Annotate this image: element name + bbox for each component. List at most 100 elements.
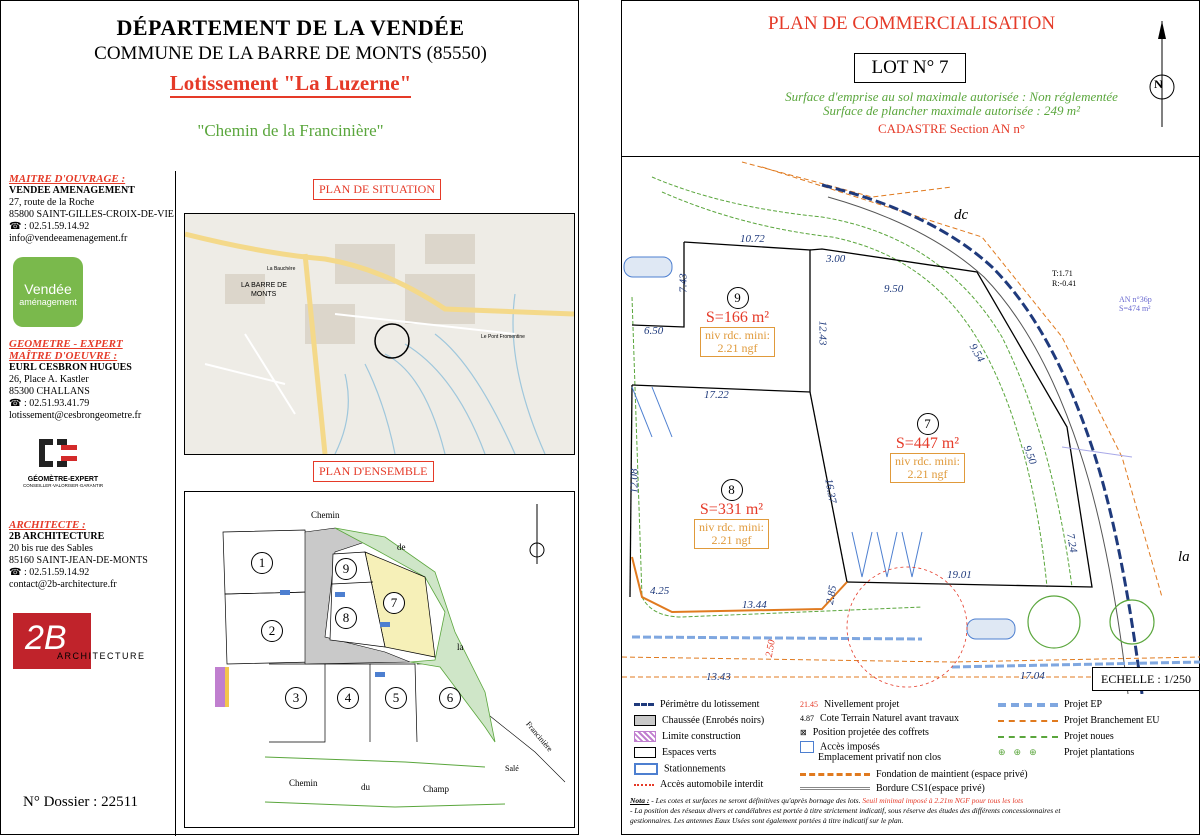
geometre-block: GEOMETRE - EXPERT MAÎTRE D'OEUVRE : EURL… bbox=[9, 338, 177, 422]
maitre-ouvrage-block: MAITRE D'OUVRAGE : VENDEE AMENAGEMENT 27… bbox=[9, 173, 177, 245]
architecte-address2: 85160 SAINT-JEAN-DE-MONTS bbox=[9, 555, 148, 566]
lot-9-label: 9 S=166 m² niv rdc. mini:2.21 ngf bbox=[700, 287, 775, 357]
ensemble-map-graphic bbox=[215, 504, 566, 808]
ensemble-road-la: la bbox=[457, 642, 464, 652]
ensemble-lot-9: 9 bbox=[335, 558, 357, 580]
maitre-ouvrage-address2: 85800 SAINT-GILLES-CROIX-DE-VIE bbox=[9, 209, 174, 220]
chemin-subtitle: "Chemin de la Francinière" bbox=[197, 121, 384, 140]
legend-limite: Limite construction bbox=[634, 731, 741, 743]
legend-bordure: Bordure CS1(espace privé) bbox=[800, 783, 985, 794]
phone-icon: ☎ bbox=[9, 221, 22, 232]
ensemble-road-sale: Salé bbox=[505, 764, 519, 773]
dim-12-43: 12.43 bbox=[816, 320, 829, 346]
legend-stationnements: Stationnements bbox=[634, 763, 726, 775]
maitre-ouvrage-phone: ☎ : 02.51.59.14.92 bbox=[9, 221, 90, 232]
dim-10-72: 10.72 bbox=[740, 233, 765, 245]
dim-7-43: 7.43 bbox=[677, 273, 690, 293]
scale-box: ECHELLE : 1/250 bbox=[1092, 667, 1200, 691]
legend-espaces: Espaces verts bbox=[634, 747, 716, 759]
cadastre-text: CADASTRE Section AN n° bbox=[877, 121, 1026, 136]
plan-situation-label: PLAN DE SITUATION bbox=[313, 179, 441, 200]
geometre-org: EURL CESBRON HUGUES bbox=[9, 362, 132, 373]
legend-acces-imposes: Accès imposés bbox=[800, 741, 880, 753]
commercialisation-sheet: PLAN DE COMMERCIALISATION LOT N° 7 Surfa… bbox=[621, 0, 1200, 835]
legend-projet-ep: Projet EP bbox=[998, 699, 1102, 710]
ensemble-road-champ: Champ bbox=[423, 784, 449, 794]
legend-chaussee: Chaussée (Enrobés noirs) bbox=[634, 715, 764, 727]
plan-ensemble-map: 1 2 3 4 5 6 7 8 9 Chemin de la Franciniè… bbox=[184, 491, 575, 828]
architecte-block: ARCHITECTE : 2B ARCHITECTURE 20 bis rue … bbox=[9, 519, 177, 591]
legend-fondation: Fondation de maintient (espace privé) bbox=[800, 769, 1028, 780]
plancher-text: Surface de plancher maximale autorisée :… bbox=[823, 103, 1080, 118]
legend-noues: Projet noues bbox=[998, 731, 1114, 742]
dossier-number: N° Dossier : 22511 bbox=[23, 794, 139, 810]
legend-perimetre: Périmètre du lotissement bbox=[634, 699, 759, 710]
legend-emplacement: Emplacement privatif non clos bbox=[818, 752, 942, 763]
maitre-ouvrage-email: info@vendeeamenagement.fr bbox=[9, 233, 128, 244]
cover-sheet: DÉPARTEMENT DE LA VENDÉE COMMUNE DE LA B… bbox=[0, 0, 580, 836]
geometre-address1: 26, Place A. Kastler bbox=[9, 374, 89, 385]
map-label-barre: LA BARRE DE bbox=[241, 282, 287, 289]
lot-plan-graphic bbox=[622, 161, 1200, 694]
geometre-address2: 85300 CHALLANS bbox=[9, 386, 90, 397]
geometre-email: lotissement@cesbrongeometre.fr bbox=[9, 410, 142, 421]
architecte-email: contact@2b-architecture.fr bbox=[9, 579, 117, 590]
ensemble-lot-6: 6 bbox=[439, 687, 461, 709]
legend-acces-interdit: Accès automobile interdit bbox=[634, 779, 763, 790]
map-label-fromentine: Le Pont Fromentine bbox=[481, 334, 525, 340]
ensemble-lot-5: 5 bbox=[385, 687, 407, 709]
maitre-ouvrage-org: VENDEE AMENAGEMENT bbox=[9, 185, 135, 196]
plan-title: PLAN DE COMMERCIALISATION bbox=[767, 13, 1056, 34]
ensemble-road-du: du bbox=[361, 782, 370, 792]
architecte-phone: ☎ : 02.51.59.14.92 bbox=[9, 567, 90, 578]
dim-13-43: 13.43 bbox=[706, 671, 731, 683]
legend-coffrets: ⊠Position projetée des coffrets bbox=[800, 727, 929, 738]
phone-icon: ☎ bbox=[9, 398, 22, 409]
geometre-phone: ☎ : 02.51.93.41.79 bbox=[9, 398, 90, 409]
ensemble-road-chemin: Chemin bbox=[311, 510, 340, 520]
dim-9-50-top: 9.50 bbox=[884, 283, 904, 295]
lotissement-title: Lotissement "La Luzerne" bbox=[1, 71, 580, 98]
plan-situation-map: LA BARRE DE MONTS Le Pont Fromentine La … bbox=[184, 213, 575, 455]
ensemble-road-chemin-bottom: Chemin bbox=[289, 778, 318, 788]
north-arrow-icon bbox=[1149, 21, 1175, 127]
geometre-title: GEOMETRE - EXPERT bbox=[9, 338, 123, 350]
map-label-gachere: La Bauchère bbox=[267, 266, 296, 272]
phone-icon: ☎ bbox=[9, 567, 22, 578]
ensemble-lot-8: 8 bbox=[335, 607, 357, 629]
dim-19-01: 19.01 bbox=[947, 569, 972, 581]
legend-plantations: ⊕⊕⊕Projet plantations bbox=[998, 747, 1135, 758]
ensemble-road-de: de bbox=[397, 542, 406, 552]
lot-number-box: LOT N° 7 bbox=[854, 53, 966, 83]
lot-7-label: 7 S=447 m² niv rdc. mini:2.21 ngf bbox=[890, 413, 965, 483]
maitre-ouvrage-address1: 27, route de la Roche bbox=[9, 197, 95, 208]
dim-an36: AN n°36p bbox=[1119, 295, 1152, 304]
emprise-text: Surface d'emprise au sol maximale autori… bbox=[785, 89, 1118, 104]
legend-branchement: Projet Branchement EU bbox=[998, 715, 1160, 726]
lot-8-label: 8 S=331 m² niv rdc. mini:2.21 ngf bbox=[694, 479, 769, 549]
dim-r041: R:-0.41 bbox=[1052, 279, 1077, 288]
department-title: DÉPARTEMENT DE LA VENDÉE bbox=[116, 15, 465, 40]
dim-17-22: 17.22 bbox=[704, 389, 729, 401]
notes-block: Nota : - Les cotes et surfaces ne seront… bbox=[630, 796, 1061, 825]
maitre-oeuvre-title: MAÎTRE D'OEUVRE : bbox=[9, 350, 118, 362]
sheet-gap bbox=[579, 0, 621, 835]
ensemble-lot-1: 1 bbox=[251, 552, 273, 574]
maitre-ouvrage-title: MAITRE D'OUVRAGE : bbox=[9, 173, 126, 185]
vendee-amenagement-logo: Vendée aménagement bbox=[13, 257, 83, 327]
north-label: N bbox=[1154, 77, 1163, 91]
geometre-expert-icon bbox=[39, 439, 77, 467]
dim-13-44: 13.44 bbox=[742, 599, 767, 611]
road-label-la: la bbox=[1178, 549, 1190, 565]
architecte-org: 2B ARCHITECTURE bbox=[9, 531, 105, 542]
ensemble-lot-2: 2 bbox=[261, 620, 283, 642]
ensemble-lot-4: 4 bbox=[337, 687, 359, 709]
architecte-address1: 20 bis rue des Sables bbox=[9, 543, 93, 554]
road-label-de: dc bbox=[954, 207, 969, 223]
lot-plan-drawing: 10.72 3.00 9.50 7.43 12.43 9.54 17.22 6.… bbox=[622, 156, 1200, 694]
dim-12-08: 12.08 bbox=[628, 468, 641, 494]
dim-t171: T:1.71 bbox=[1052, 269, 1073, 278]
dim-17-04: 17.04 bbox=[1020, 670, 1045, 682]
dim-4-25: 4.25 bbox=[650, 585, 670, 597]
